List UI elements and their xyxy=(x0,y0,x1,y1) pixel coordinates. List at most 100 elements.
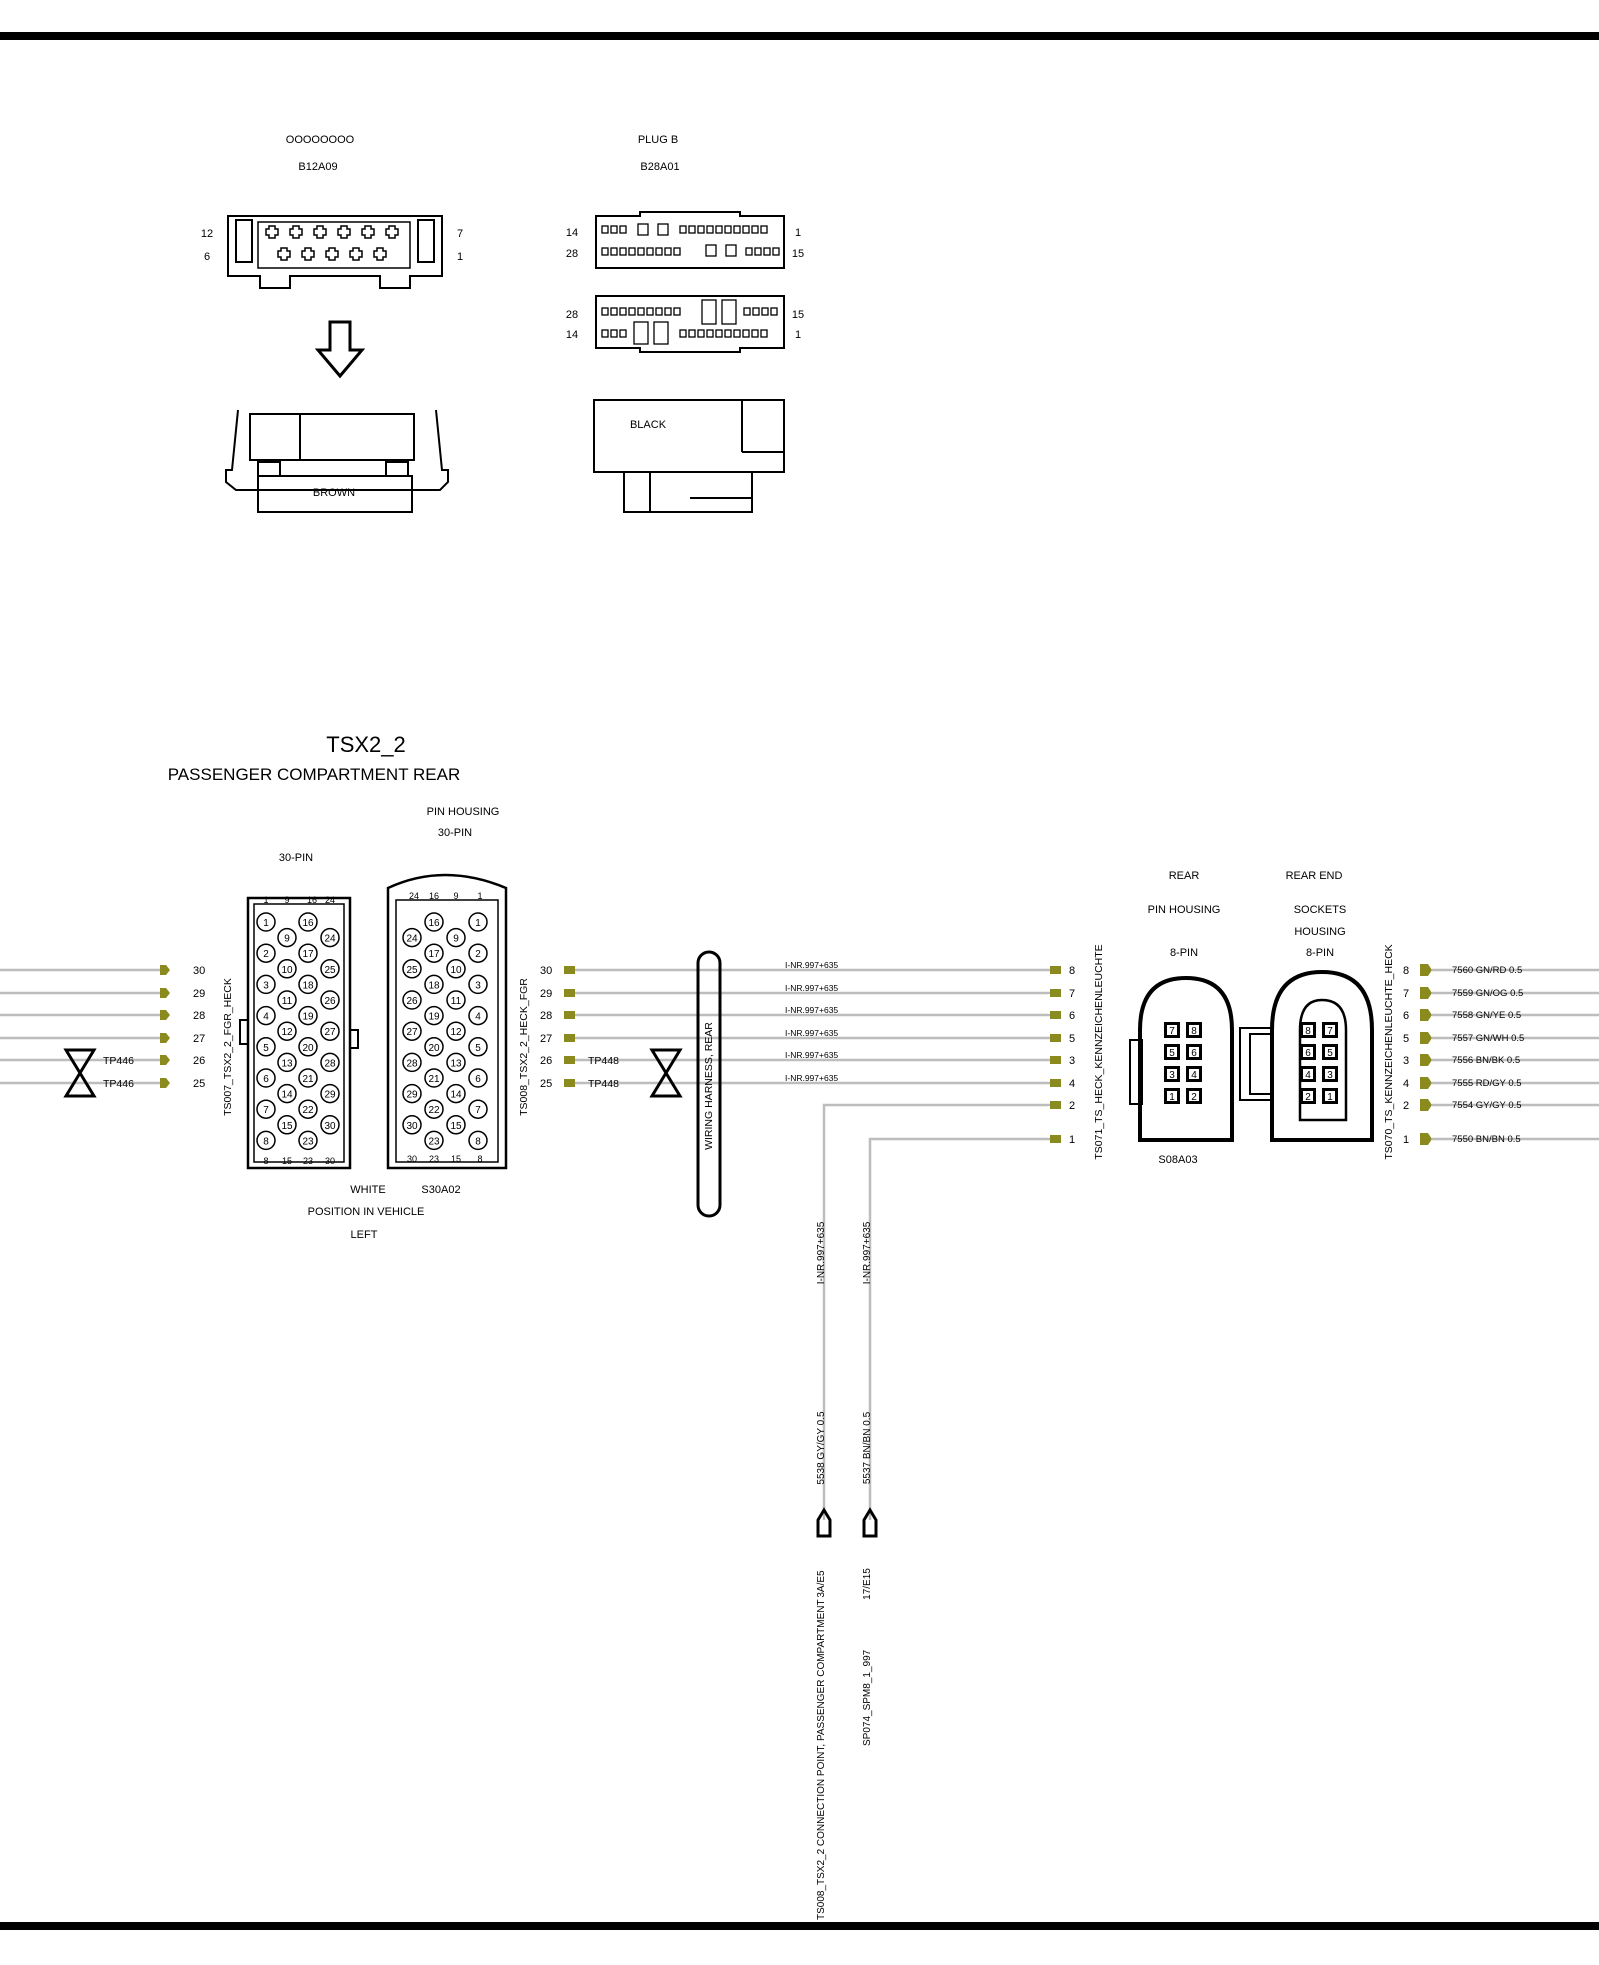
tsx-right-pin-number: 26 xyxy=(540,1055,552,1067)
tsx-right-pin xyxy=(424,1037,444,1057)
b28-cavity xyxy=(706,225,714,234)
drop-2-wire-label: 5537 BN/BN 0.5 xyxy=(862,1411,873,1484)
b28-cavity xyxy=(760,329,768,338)
b28-b-pin-28: 28 xyxy=(566,309,578,321)
b28-cavity xyxy=(619,307,627,316)
b28-cavity xyxy=(754,247,762,256)
tsx-left-pin xyxy=(298,1099,318,1119)
tsx-left-pin-label: 3 xyxy=(263,980,269,991)
tsx-left-pin xyxy=(298,1005,318,1026)
rear-pin-cell-inner xyxy=(1189,1047,1199,1057)
rear-pin-cell-label: 2 xyxy=(1191,1092,1197,1103)
drop-1-ref: 3A/E5 xyxy=(816,1570,827,1598)
tsx-left-pin xyxy=(277,1115,297,1135)
b28-cavity xyxy=(628,247,636,256)
tsx-right-pin-label: 3 xyxy=(475,980,481,991)
tsx-right-pin xyxy=(424,912,444,932)
b28-cavity xyxy=(646,247,654,256)
rear-8pin-section: REAR PIN HOUSING 8-PIN REAR END SOCKETS … xyxy=(1050,870,1599,1166)
rear-h2-b: SOCKETS xyxy=(1294,904,1347,916)
tsx-right-pin-label: 29 xyxy=(406,1090,418,1101)
b28-cavity xyxy=(761,307,769,316)
b28-cavity xyxy=(772,247,780,256)
rear-pin-cell-label: 1 xyxy=(1169,1092,1175,1103)
tsx-right-pin xyxy=(402,1052,422,1073)
b28-cavity xyxy=(610,329,618,338)
b28-color: BLACK xyxy=(630,419,667,431)
tsx-right-pin xyxy=(468,1068,488,1088)
rear-socket-cell-inner xyxy=(1325,1069,1335,1079)
b28-cavity xyxy=(688,329,696,338)
tsx-right-pin-label: 19 xyxy=(428,1012,440,1023)
tsx-right-bottom-index: 8 xyxy=(477,1154,482,1164)
b12-pin-7: 7 xyxy=(457,228,463,240)
b28-b-pin-15: 15 xyxy=(792,309,804,321)
b12-pin-cavities xyxy=(265,225,399,261)
b28-a-housing xyxy=(595,211,785,269)
tsx-left-pin-label: 2 xyxy=(263,949,269,960)
b28-cavity xyxy=(673,247,681,256)
harness-wires: I-NR.997+635I-NR.997+635I-NR.997+635I-NR… xyxy=(785,960,838,1083)
b12-cavity xyxy=(289,225,303,239)
rear-pin-cell-label: 4 xyxy=(1191,1070,1197,1081)
twisted-pair-right-icon xyxy=(649,1048,683,1098)
b28-cavity xyxy=(655,247,663,256)
tsx-right-bottom-index: 30 xyxy=(407,1154,417,1164)
tsx-left-pin xyxy=(320,1021,340,1041)
b28-cavity xyxy=(752,307,760,316)
rear-right-pin-number: 1 xyxy=(1403,1134,1409,1146)
rear-left-pin-marker xyxy=(1050,989,1061,997)
tsx-right-pin-label: 6 xyxy=(475,1074,481,1085)
tsx-right-pin-label: 11 xyxy=(451,996,462,1007)
tsx-left-pin xyxy=(277,927,297,948)
tsx-left-bottom-index: 8 xyxy=(263,1156,268,1166)
tsx-right-pin xyxy=(446,927,466,948)
b12-side-base xyxy=(257,475,413,513)
tsx-right-pin xyxy=(468,1099,488,1119)
b12-pin-1: 1 xyxy=(457,251,463,263)
tsx-left-pin-number: 29 xyxy=(193,988,205,1000)
tsx-left-pin-label: 7 xyxy=(263,1105,269,1116)
tsx-left-pin-label: 9 xyxy=(284,934,290,945)
b28-cavity xyxy=(655,307,663,316)
rear-socket-cell-label: 3 xyxy=(1327,1070,1333,1081)
b28-cavity xyxy=(646,307,654,316)
tsx-left-pin xyxy=(320,1083,340,1104)
tsx-right-tp-26: TP448 xyxy=(588,1055,619,1067)
tsx-right-pin xyxy=(402,1083,422,1104)
rear-right-pin-number: 7 xyxy=(1403,988,1409,1000)
rear-h1-a: REAR xyxy=(1169,870,1200,882)
tsx-right-pin xyxy=(446,1052,466,1073)
tsx-right-pin-label: 10 xyxy=(450,965,462,976)
rear-h1-b: PIN HOUSING xyxy=(1148,904,1221,916)
rear-right-pin-number: 6 xyxy=(1403,1010,1409,1022)
rear-right-pin-marker xyxy=(1420,964,1432,976)
tsx-right-pin-label: 14 xyxy=(450,1090,462,1101)
rear-pin-cell-inner xyxy=(1167,1025,1177,1035)
tsx-left-pin xyxy=(256,1068,276,1088)
tsx-title: TSX2_2 xyxy=(326,732,406,757)
rear-h2-c: HOUSING xyxy=(1294,926,1345,938)
rear-pin-cell-label: 6 xyxy=(1191,1048,1197,1059)
tsx-right-pin xyxy=(402,959,422,979)
b12-cavity xyxy=(361,225,375,239)
b28-cavity xyxy=(601,225,609,234)
tsx-left-tp-25: TP446 xyxy=(103,1078,134,1090)
tsx-right-pin-label: 23 xyxy=(428,1136,440,1147)
rear-socket-cell-inner xyxy=(1303,1025,1313,1035)
tsx-right-header-2: 30-PIN xyxy=(438,827,472,839)
rear-h2-a: REAR END xyxy=(1286,870,1343,882)
tsx-left-pin-label: 13 xyxy=(281,1058,293,1069)
b12-side-clip-right xyxy=(385,461,409,477)
tsx-left-pin xyxy=(298,943,318,963)
b28-cavity-large xyxy=(721,299,737,325)
b28-cavity xyxy=(610,225,618,234)
tsx-left-pin xyxy=(298,974,318,995)
tsx-right-pin xyxy=(424,1099,444,1119)
tsx-left-pin-number: 25 xyxy=(193,1078,205,1090)
tsx-right-top-index: 1 xyxy=(477,891,482,901)
